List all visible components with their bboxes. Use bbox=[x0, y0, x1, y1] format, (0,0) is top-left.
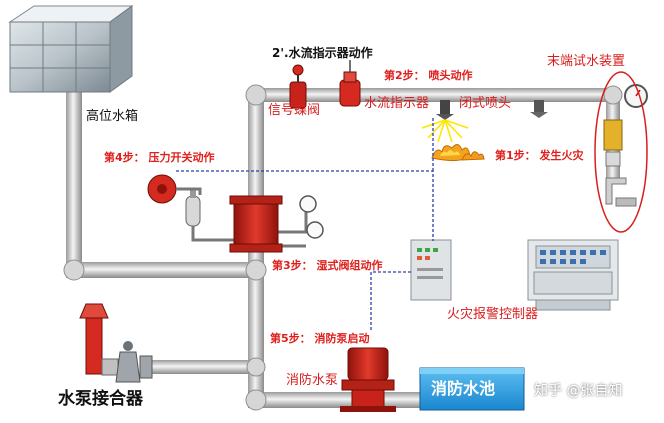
alarm-controller-label: 火灾报警控制器 bbox=[447, 307, 539, 322]
fire-flames bbox=[431, 144, 485, 162]
end-test-label: 末端试水装置 bbox=[547, 54, 626, 69]
step-5-label: 第5步： 消防泵启动 bbox=[270, 332, 370, 345]
step-2-label: 第2步： 喷头动作 bbox=[384, 69, 473, 82]
water-spray bbox=[421, 119, 469, 143]
closed-sprinkler-label: 闭式喷头 bbox=[459, 96, 512, 111]
tank-label: 高位水箱 bbox=[86, 109, 139, 124]
signal-butterfly-valve bbox=[289, 64, 307, 109]
end-test-highlight-ring bbox=[594, 71, 648, 233]
fire-pump bbox=[340, 347, 396, 412]
water-flow-indicator bbox=[339, 60, 361, 107]
tank-downpipe bbox=[66, 90, 82, 270]
adapter-pipe bbox=[150, 360, 256, 374]
flow-indicator-label: 水流指示器 bbox=[364, 96, 430, 111]
wet-alarm-valve bbox=[229, 195, 324, 253]
second-sprinkler-head bbox=[530, 100, 548, 118]
tank-to-main-pipe bbox=[66, 262, 256, 278]
step-3-label: 第3步： 湿式阀组动作 bbox=[272, 259, 383, 272]
fire-alarm-control-console bbox=[527, 239, 619, 311]
field-control-box bbox=[410, 239, 452, 301]
signal-valve-label: 信号蝶阀 bbox=[268, 103, 321, 118]
delay-chamber bbox=[185, 190, 201, 227]
step-2prime-label: 2'.水流指示器动作 bbox=[272, 46, 373, 60]
end-test-device bbox=[594, 71, 648, 233]
pool-label: 消防水池 bbox=[431, 379, 496, 398]
bottom-supply-pipe bbox=[248, 392, 428, 408]
high-water-tank bbox=[8, 5, 134, 93]
pressure-gauge bbox=[299, 195, 324, 239]
watermark-label: 知乎 @张自知 bbox=[534, 383, 623, 399]
pump-adapter bbox=[79, 303, 153, 383]
pump-adapter-label: 水泵接合器 bbox=[58, 389, 143, 409]
closed-sprinkler-head bbox=[421, 100, 469, 143]
signal-wires bbox=[176, 118, 434, 330]
fire-pump-label: 消防水泵 bbox=[286, 373, 339, 388]
step-1-label: 第1步： 发生火灾 bbox=[495, 149, 584, 162]
alarm-bell bbox=[147, 174, 177, 204]
step-4-label: 第4步： 压力开关动作 bbox=[104, 151, 215, 164]
fire-pool bbox=[419, 367, 525, 411]
